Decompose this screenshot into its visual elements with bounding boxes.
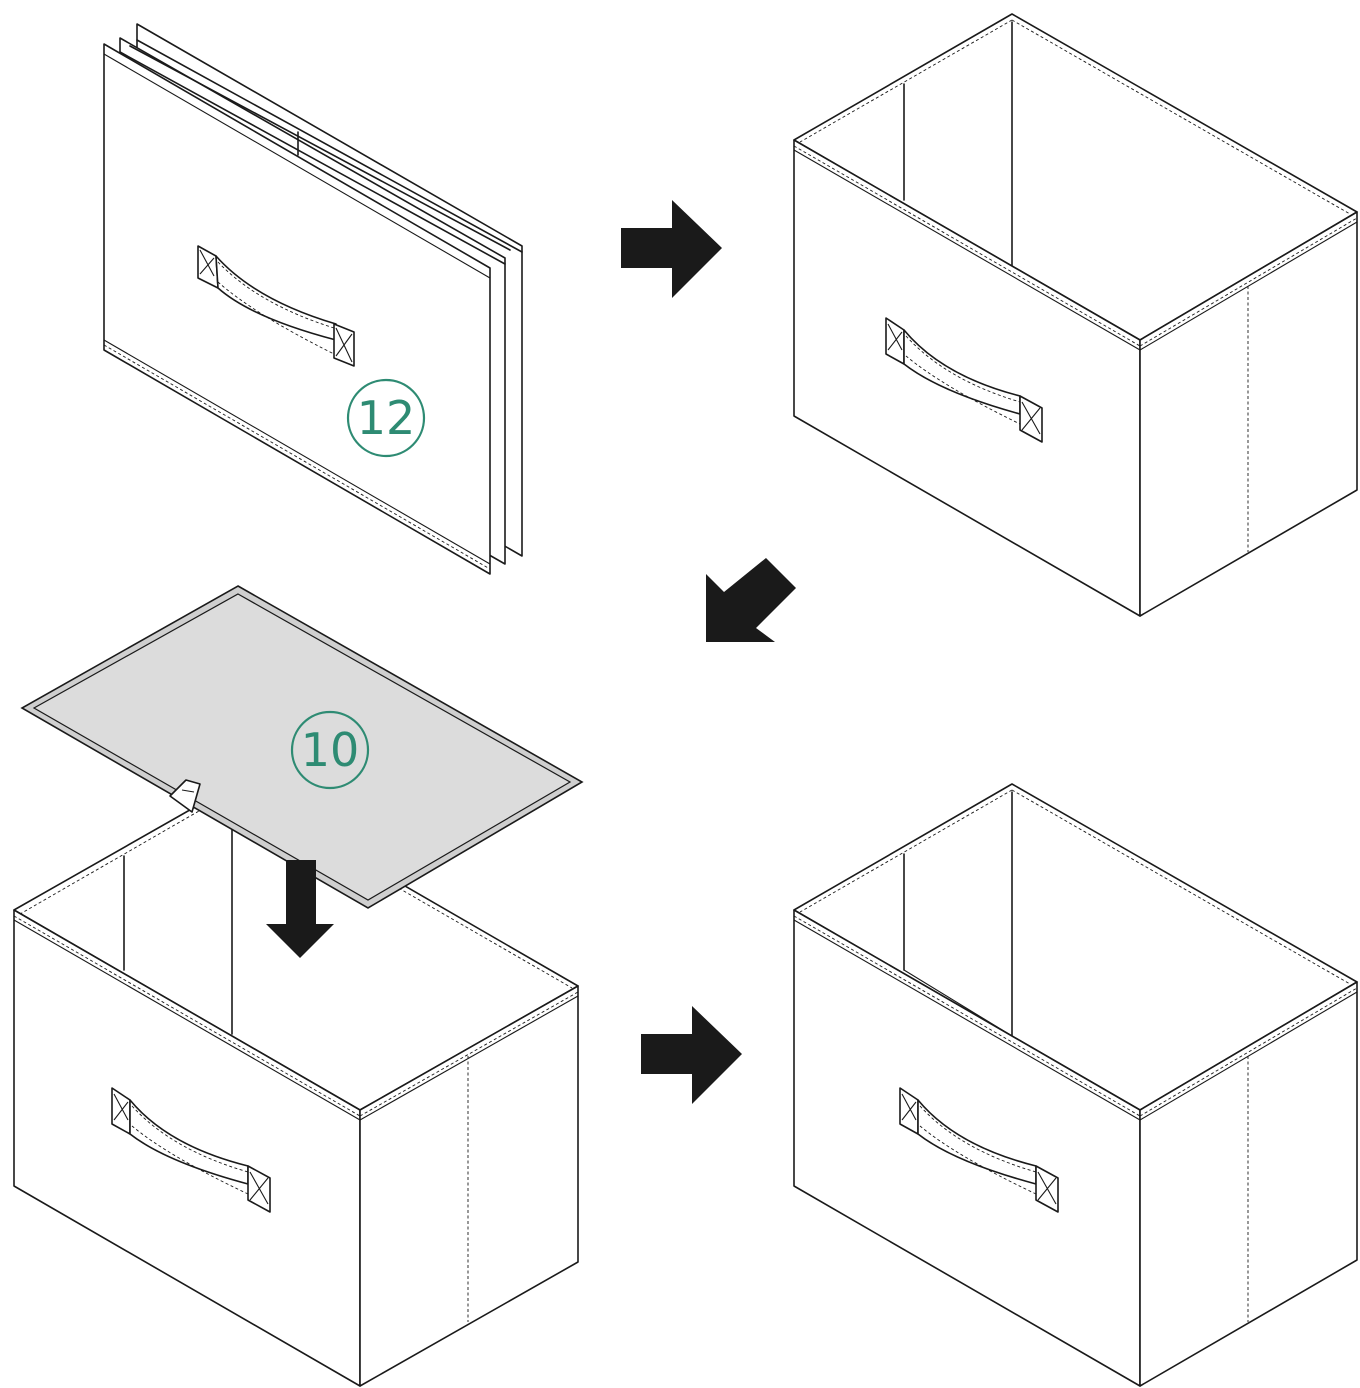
box-with-board: 10 bbox=[13, 585, 584, 1387]
step-number-badge-10: 10 bbox=[290, 710, 370, 790]
arrow-right-icon bbox=[621, 200, 722, 298]
handle-icon bbox=[899, 1087, 1059, 1213]
handle-icon bbox=[885, 317, 1043, 443]
arrow-down-icon bbox=[266, 860, 334, 958]
folded-panel: 12 bbox=[103, 23, 523, 575]
arrow-down-left-icon bbox=[706, 558, 796, 642]
arrow-right-icon bbox=[641, 1006, 742, 1104]
handle-icon bbox=[197, 245, 355, 367]
handle-icon bbox=[111, 1087, 271, 1213]
step-number-badge-12: 12 bbox=[346, 378, 426, 458]
badge-label: 12 bbox=[357, 391, 416, 445]
finished-box bbox=[793, 783, 1358, 1387]
badge-label: 10 bbox=[301, 723, 360, 777]
open-box-1 bbox=[793, 13, 1358, 617]
bottom-board bbox=[20, 585, 584, 909]
